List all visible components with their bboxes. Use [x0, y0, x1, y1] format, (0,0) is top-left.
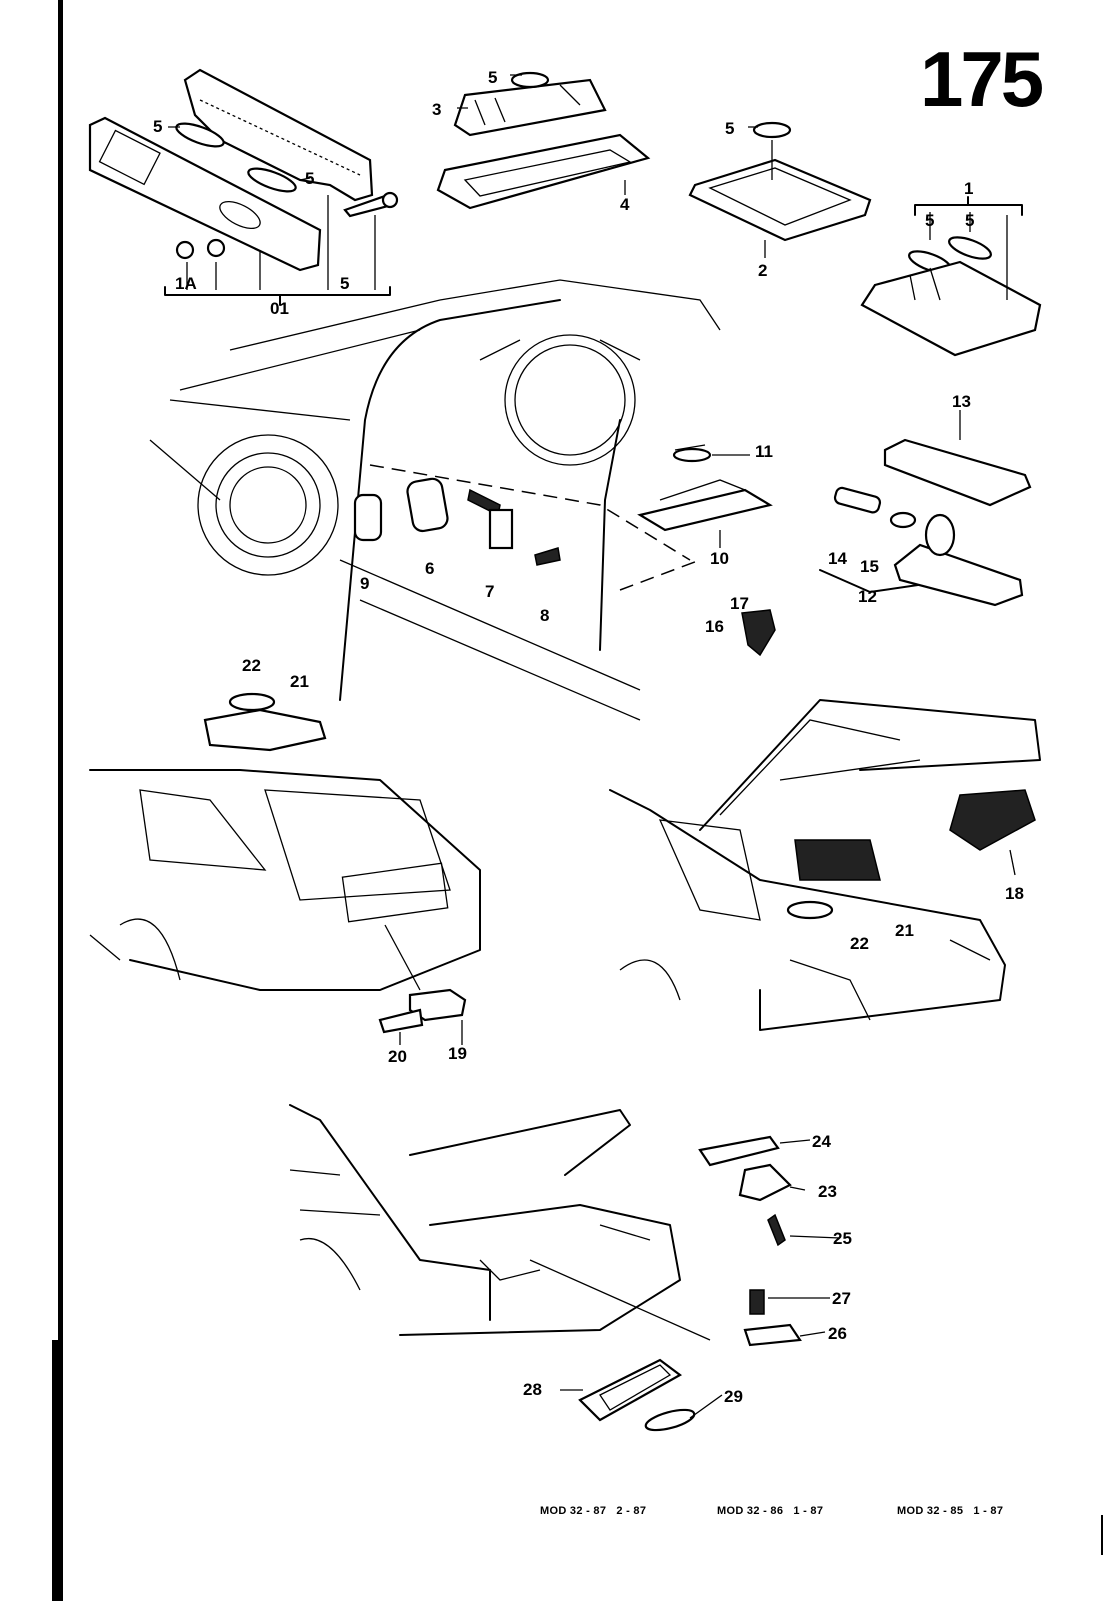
callout-8: 8 — [540, 606, 550, 625]
callout-23: 23 — [818, 1182, 837, 1201]
switch-16 — [741, 609, 776, 657]
lamp-lens-4 — [436, 133, 651, 210]
binding-edge — [58, 0, 63, 1601]
callout-7: 7 — [485, 582, 495, 601]
callout-13: 13 — [952, 392, 971, 411]
interior-lamp-2 — [688, 158, 872, 242]
callout-26: 26 — [828, 1324, 847, 1343]
callout-5: 5 — [925, 211, 935, 230]
bulb-icon — [175, 122, 297, 193]
callout-20: 20 — [388, 1047, 407, 1066]
bulb-icon — [786, 900, 834, 920]
page-number: 175 — [920, 35, 1044, 123]
footer-model-3: MOD 32 - 85 1 - 87 — [897, 1505, 1003, 1517]
screw-icon — [378, 1008, 424, 1034]
binding-edge-lower — [52, 1340, 59, 1601]
bulb-icon — [948, 236, 992, 260]
callout-25: 25 — [833, 1229, 852, 1248]
lamp-18 — [949, 789, 1036, 851]
group-bracket-01 — [164, 286, 391, 306]
glovebox-lamp-12 — [893, 513, 1024, 607]
callout-1A: 1A — [175, 274, 197, 293]
bulb-icon — [889, 511, 917, 529]
lamp-21-roof — [203, 708, 327, 752]
callout-5: 5 — [305, 169, 315, 188]
footer-model: MOD 32 - 87 — [540, 1505, 607, 1517]
callout-9: 9 — [360, 574, 370, 593]
footer-model: MOD 32 - 86 — [717, 1505, 784, 1517]
callout-5: 5 — [488, 68, 498, 87]
callout-22: 22 — [850, 934, 869, 953]
callout-27: 27 — [832, 1289, 851, 1308]
bulb-icon — [644, 1408, 696, 1432]
bolt-27 — [749, 1289, 765, 1315]
callout-18: 18 — [1005, 884, 1024, 903]
lamp-10 — [637, 479, 773, 532]
footer-date: 1 - 87 — [793, 1505, 824, 1517]
trunk-lamp-24 — [698, 1135, 780, 1167]
switch-cover-6 — [406, 477, 449, 533]
screw-icon — [534, 547, 561, 566]
door-contact-switch-7 — [467, 488, 514, 550]
callout-2: 2 — [758, 261, 768, 280]
group-bracket-12 — [819, 569, 919, 593]
door-switch-9 — [353, 493, 383, 542]
callout-11: 11 — [755, 442, 773, 461]
callout-14: 14 — [828, 549, 847, 568]
reading-lamp-housing — [88, 116, 322, 272]
callout-5: 5 — [725, 119, 735, 138]
callout-10: 10 — [710, 549, 729, 568]
wheel-icon — [197, 434, 339, 576]
callout-17: 17 — [730, 594, 749, 613]
license-lamp-28 — [578, 1358, 683, 1422]
callout-19: 19 — [448, 1044, 467, 1063]
margin-mark — [1101, 1515, 1103, 1555]
striker-26 — [743, 1323, 802, 1347]
screw-icon — [767, 1213, 786, 1247]
footer-model: MOD 32 - 85 — [897, 1505, 964, 1517]
trunk-switch-23 — [738, 1163, 792, 1202]
callout-4: 4 — [620, 195, 630, 214]
footer-model-1: MOD 32 - 87 2 - 87 — [540, 1505, 646, 1517]
hatchback-car-outline — [609, 699, 1041, 1031]
bulb-icon — [510, 71, 550, 89]
trunk-lamp-21 — [794, 839, 881, 881]
bulb-icon — [752, 121, 792, 139]
callout-1: 1 — [964, 179, 974, 198]
bulb-icon — [672, 447, 712, 463]
screw-icon — [343, 191, 399, 218]
footer-model-2: MOD 32 - 86 1 - 87 — [717, 1505, 823, 1517]
callout-24: 24 — [812, 1132, 831, 1151]
car-interior-outline — [149, 279, 721, 721]
footer-date: 2 - 87 — [616, 1505, 647, 1517]
callout-5: 5 — [153, 117, 163, 136]
callout-12: 12 — [858, 587, 877, 606]
wagon-car-outline — [89, 769, 481, 991]
callout-6: 6 — [425, 559, 435, 578]
footer-date: 1 - 87 — [973, 1505, 1004, 1517]
lamp-lens-13 — [883, 438, 1032, 507]
switch-19 — [408, 988, 467, 1022]
callout-21: 21 — [895, 921, 914, 940]
callout-15: 15 — [860, 557, 879, 576]
callout-5: 5 — [965, 211, 975, 230]
switch-14 — [833, 486, 882, 514]
callout-22: 22 — [242, 656, 261, 675]
callout-21: 21 — [290, 672, 309, 691]
sedan-car-outline — [289, 1104, 711, 1341]
callout-28: 28 — [523, 1380, 542, 1399]
clip-icon — [175, 240, 195, 260]
callout-3: 3 — [432, 100, 442, 119]
callout-16: 16 — [705, 617, 724, 636]
callout-5: 5 — [340, 274, 350, 293]
interior-lamp-3 — [453, 78, 607, 137]
bulb-icon — [228, 692, 276, 712]
callout-01: 01 — [270, 299, 289, 318]
grommet-icon — [206, 238, 226, 258]
callout-29: 29 — [724, 1387, 743, 1406]
interior-lamp-1 — [860, 260, 1042, 357]
group-bracket-1 — [914, 196, 1023, 216]
